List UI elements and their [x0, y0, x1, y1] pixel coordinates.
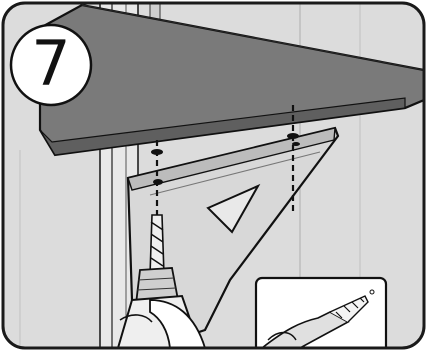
step-number: 7: [31, 33, 70, 95]
step-badge: 7: [8, 22, 94, 108]
drill-bit-inset-icon: [256, 278, 386, 351]
drill-bit-icon: [150, 215, 164, 275]
